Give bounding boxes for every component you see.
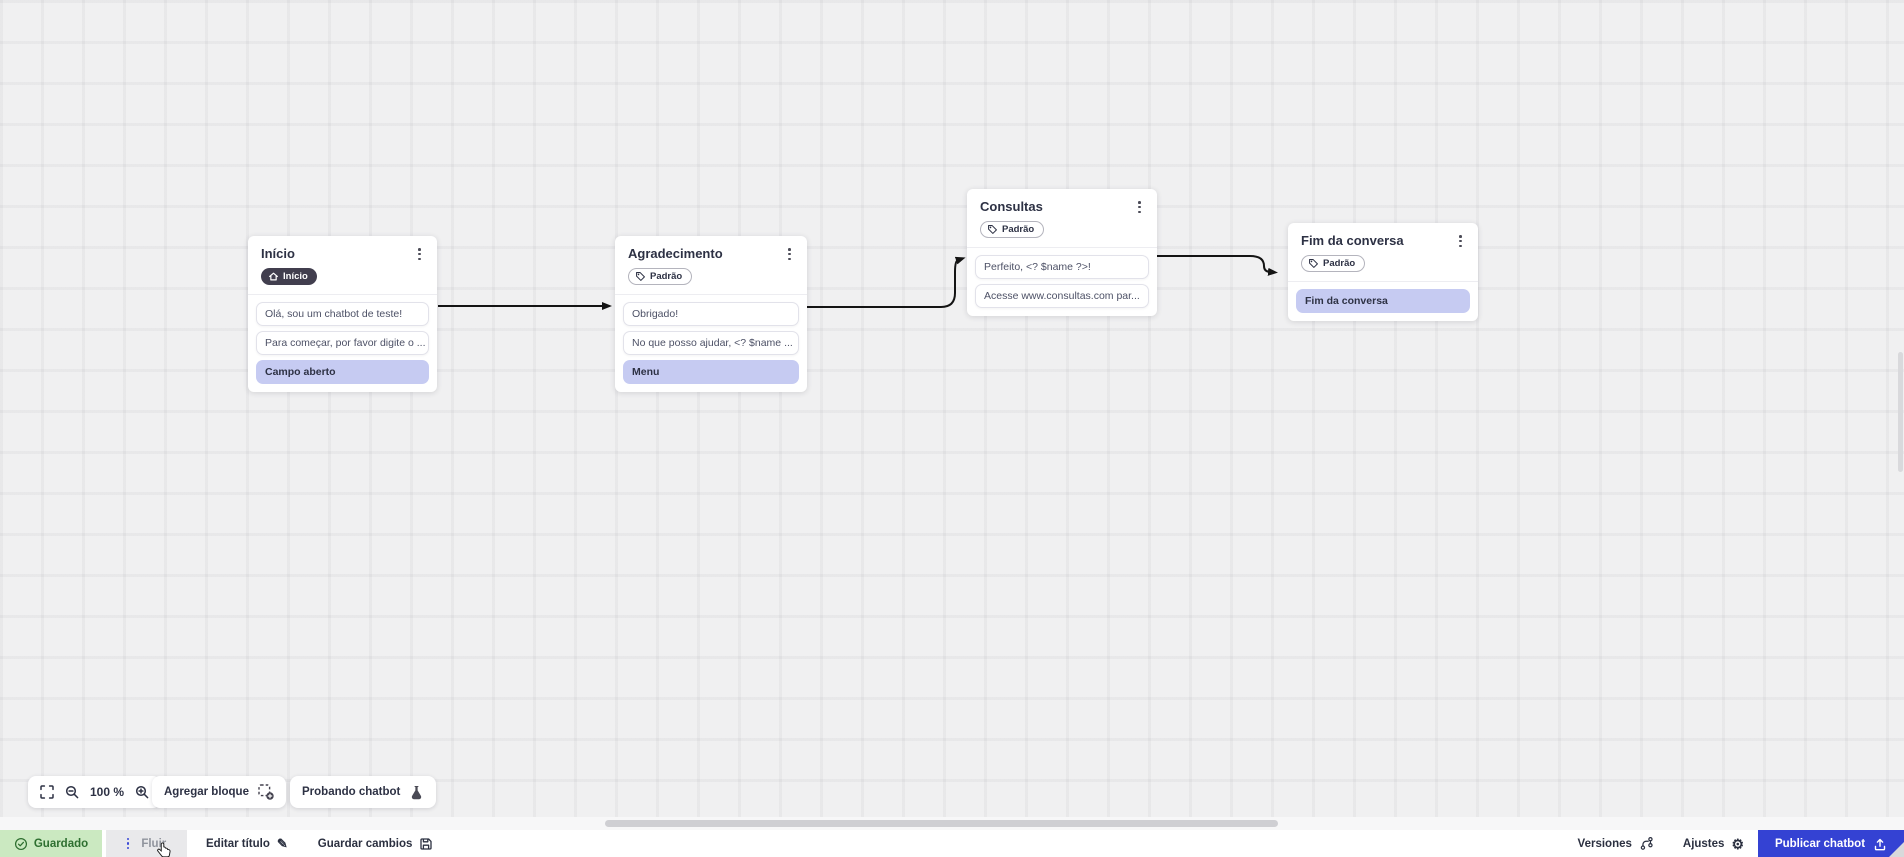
add-block-label: Agregar bloque: [164, 786, 249, 798]
action-item[interactable]: Menu: [623, 360, 799, 385]
vertical-scrollbar-thumb[interactable]: [1898, 352, 1903, 472]
flow-node-fim-da-conversa[interactable]: Fim da conversa Padrão Fim da conversa: [1288, 223, 1478, 322]
tag-icon: [1309, 259, 1318, 269]
kebab-menu-icon[interactable]: [1134, 199, 1145, 215]
node-header: Agradecimento Padrão: [615, 236, 807, 294]
zoom-out-icon[interactable]: [63, 783, 81, 801]
action-item[interactable]: Campo aberto: [256, 360, 429, 385]
node-body: Olá, sou um chatbot de teste! Para começ…: [248, 294, 437, 392]
message-item[interactable]: Olá, sou um chatbot de teste!: [256, 302, 429, 327]
test-chatbot-button[interactable]: Probando chatbot: [290, 776, 437, 808]
save-icon: [420, 837, 433, 850]
horizontal-scrollbar-thumb[interactable]: [605, 820, 1278, 827]
node-body: Obrigado! No que posso ajudar, <? $name …: [615, 294, 807, 392]
block-type-badge: Padrão: [628, 268, 693, 286]
flow-node-inicio[interactable]: Início Início Olá, sou um chatbot de tes…: [248, 236, 437, 393]
message-item[interactable]: Obrigado!: [623, 302, 799, 327]
drag-dots-icon[interactable]: [126, 837, 130, 850]
save-changes-button[interactable]: Guardar cambios: [318, 830, 434, 857]
zoom-toolbar: 100 %: [28, 776, 162, 808]
node-title: Consultas: [980, 199, 1043, 214]
block-type-badge: Padrão: [1301, 255, 1366, 273]
tab-flow[interactable]: Fluir: [106, 830, 187, 857]
tag-icon: [636, 272, 645, 282]
resize-corner: [1889, 842, 1904, 857]
pencil-icon: ✎: [276, 836, 288, 851]
kebab-menu-icon[interactable]: [784, 246, 795, 262]
saved-label: Guardado: [33, 837, 89, 850]
block-type-badge: Início: [261, 268, 317, 286]
flow-node-agradecimento[interactable]: Agradecimento Padrão Obrigado! No que po…: [615, 236, 807, 393]
action-item[interactable]: Fim da conversa: [1296, 289, 1470, 314]
node-header: Início Início: [248, 236, 437, 294]
kebab-menu-icon[interactable]: [414, 246, 425, 262]
kebab-menu-icon[interactable]: [1455, 233, 1466, 249]
status-bar: Guardado Fluir Editar título ✎ Guardar c…: [0, 830, 1904, 857]
node-header: Consultas Padrão: [967, 189, 1157, 247]
branch-icon: [1640, 836, 1653, 850]
flask-icon: [412, 785, 422, 799]
flow-tab-label: Fluir: [141, 837, 167, 850]
connector-consultas-fim[interactable]: [1157, 255, 1278, 276]
test-chatbot-label: Probando chatbot: [302, 786, 401, 798]
node-body: Perfeito, <? $name ?>! Acesse www.consul…: [967, 247, 1157, 316]
node-title: Agradecimento: [628, 246, 723, 261]
message-item[interactable]: Para começar, por favor digite o ...: [256, 331, 429, 356]
message-item[interactable]: Acesse www.consultas.com par...: [975, 284, 1149, 309]
add-block-icon: [258, 784, 274, 800]
node-title: Início: [261, 246, 295, 261]
edit-title-button[interactable]: Editar título ✎: [206, 836, 288, 851]
tag-icon: [988, 225, 997, 235]
saved-status-badge: Guardado: [0, 830, 102, 857]
zoom-in-icon[interactable]: [133, 783, 151, 801]
gear-icon: ⚙: [1731, 835, 1744, 852]
zoom-level: 100 %: [90, 785, 125, 799]
home-icon: [269, 272, 278, 281]
node-header: Fim da conversa Padrão: [1288, 223, 1478, 281]
message-item[interactable]: Perfeito, <? $name ?>!: [975, 255, 1149, 280]
check-circle-icon: [14, 837, 27, 850]
add-block-button[interactable]: Agregar bloque: [152, 776, 286, 808]
upload-icon: [1874, 838, 1886, 850]
publish-chatbot-button[interactable]: Publicar chatbot: [1758, 830, 1904, 857]
fit-screen-icon[interactable]: [38, 783, 56, 801]
horizontal-scrollbar-track[interactable]: [0, 817, 1904, 830]
versions-button[interactable]: Versiones: [1578, 830, 1654, 857]
connector-agradecimento-consultas[interactable]: [805, 256, 966, 308]
settings-button[interactable]: Ajustes ⚙: [1682, 835, 1744, 852]
node-body: Fim da conversa: [1288, 281, 1478, 321]
statusbar-spacer: [433, 830, 1577, 857]
node-title: Fim da conversa: [1301, 233, 1404, 248]
message-item[interactable]: No que posso ajudar, <? $name ...: [623, 331, 799, 356]
flow-node-consultas[interactable]: Consultas Padrão Perfeito, <? $name ?>! …: [967, 189, 1157, 317]
block-type-badge: Padrão: [980, 221, 1045, 239]
